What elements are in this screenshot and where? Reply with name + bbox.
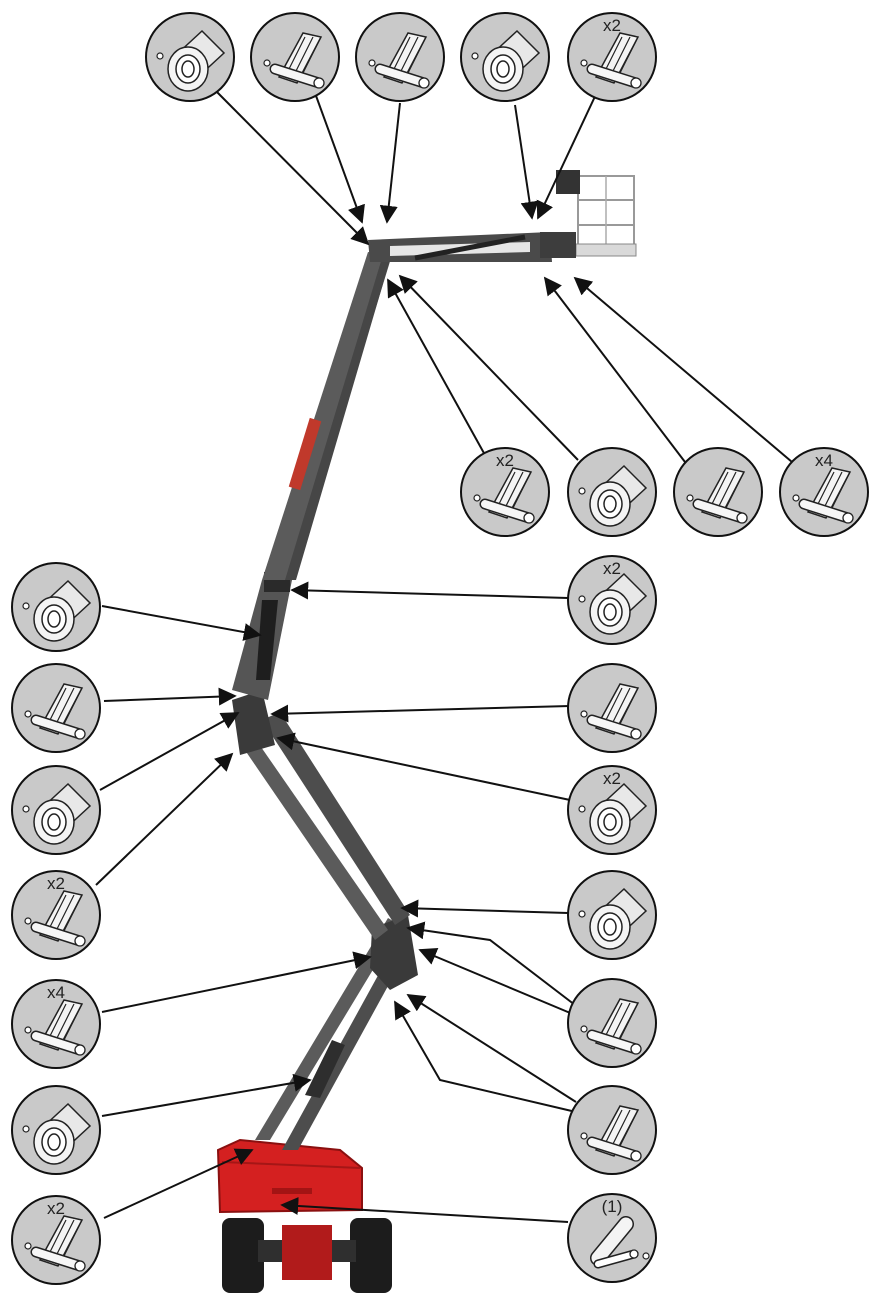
callout-circles: x2 x2 x4 x2 x4 x2 x2 x2 (1)	[12, 13, 868, 1284]
arrow-m4	[575, 278, 792, 462]
arrow-l3	[100, 713, 238, 790]
callout-l1	[12, 563, 100, 651]
multiplier-badge: x2	[603, 16, 621, 35]
arrow-t5	[538, 90, 598, 218]
turret	[218, 1140, 362, 1212]
arrow-r4	[402, 908, 568, 913]
callout-r5	[568, 979, 656, 1067]
callout-t1	[146, 13, 234, 101]
arrow-l4	[96, 754, 232, 885]
multiplier-badge: x2	[603, 559, 621, 578]
multiplier-badge: x2	[496, 451, 514, 470]
callout-l6	[12, 1086, 100, 1174]
arrow-r7	[282, 1205, 568, 1222]
arrow-t1	[210, 85, 368, 244]
multiplier-badge: (1)	[602, 1197, 623, 1216]
arrow-r5b	[420, 950, 575, 1015]
callout-r1: x2	[568, 556, 656, 644]
multiplier-badge: x4	[815, 451, 833, 470]
arrow-t2	[315, 93, 362, 222]
riser-section	[232, 572, 292, 700]
upper-boom	[262, 252, 392, 580]
callout-l2	[12, 664, 100, 752]
jib-arm	[368, 232, 552, 262]
arrow-t3	[387, 103, 400, 222]
callout-l5: x4	[12, 980, 100, 1068]
arrow-l2	[104, 696, 235, 701]
callout-t5: x2	[568, 13, 656, 101]
callout-m4: x4	[780, 448, 868, 536]
arrow-l5	[102, 957, 370, 1012]
callout-m2	[568, 448, 656, 536]
arrow-r5a	[408, 928, 575, 1005]
callout-r7: (1)	[568, 1194, 656, 1282]
arrow-r1	[292, 590, 568, 598]
callout-t4	[461, 13, 549, 101]
arrow-r2	[272, 706, 570, 714]
callout-l3	[12, 766, 100, 854]
callout-r6	[568, 1086, 656, 1174]
callout-t2	[251, 13, 339, 101]
callout-l7: x2	[12, 1196, 100, 1284]
multiplier-badge: x2	[47, 874, 65, 893]
arrow-m3	[545, 278, 685, 462]
arrow-l1	[102, 606, 260, 635]
arrow-r6b	[395, 1002, 576, 1112]
callout-t3	[356, 13, 444, 101]
callout-m3	[674, 448, 762, 536]
callout-l4: x2	[12, 871, 100, 959]
multiplier-badge: x4	[47, 983, 65, 1002]
knuckle-upper	[232, 690, 275, 755]
callout-m1: x2	[461, 448, 549, 536]
callout-r2	[568, 664, 656, 752]
arrow-m2	[400, 276, 578, 460]
multiplier-badge: x2	[603, 769, 621, 788]
multiplier-badge: x2	[47, 1199, 65, 1218]
arrow-r6a	[408, 995, 576, 1102]
callout-r3: x2	[568, 766, 656, 854]
chassis	[222, 1218, 392, 1293]
arrow-m1	[388, 280, 485, 455]
arrow-t4	[515, 105, 532, 218]
callout-r4	[568, 871, 656, 959]
